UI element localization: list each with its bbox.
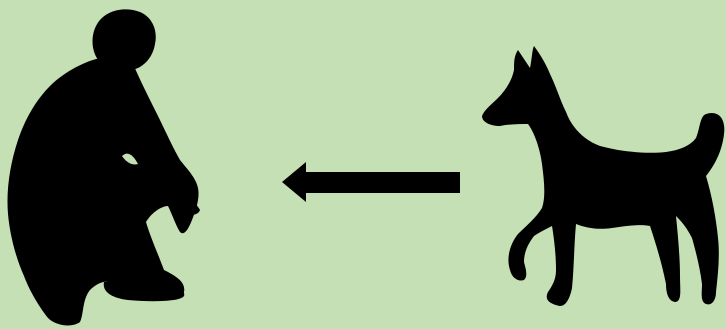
arrow-shaft: [300, 172, 460, 193]
